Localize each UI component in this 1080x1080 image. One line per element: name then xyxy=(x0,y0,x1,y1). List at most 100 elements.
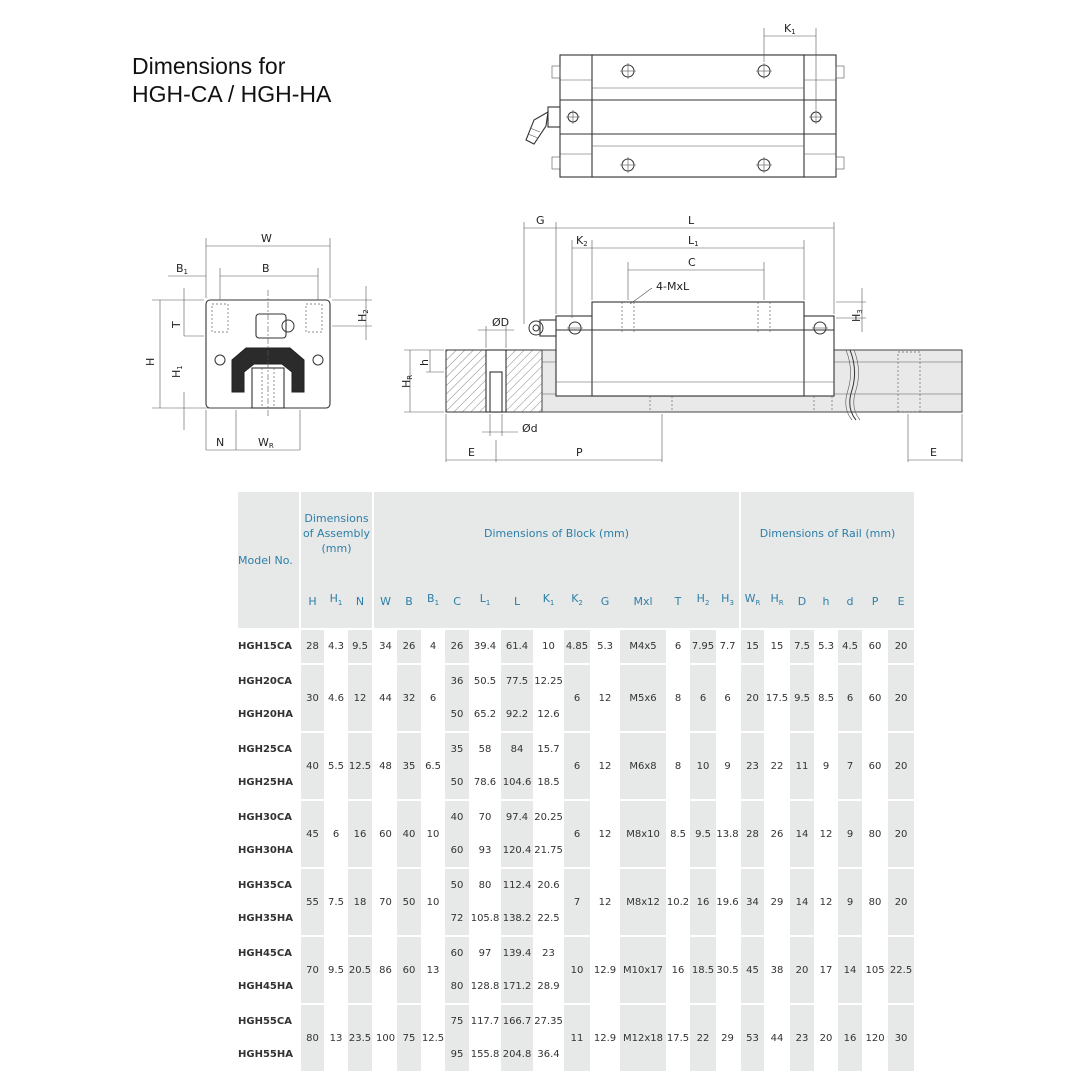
table-cell: 12.25 xyxy=(533,663,565,698)
table-cell: 50.5 xyxy=(469,663,502,698)
table-cell: 20 xyxy=(888,867,915,936)
table-cell: 6 xyxy=(564,663,591,732)
table-cell: 18.5 xyxy=(533,766,565,800)
table-cell: 12 xyxy=(814,799,839,868)
table-cell: 155.8 xyxy=(469,1038,502,1071)
front-view: W B B1 H T H1 H2 N WR xyxy=(144,232,372,451)
label-h3-sub: 3 xyxy=(856,309,864,313)
table-cell: 18.5 xyxy=(690,935,717,1004)
table-cell: 20.25 xyxy=(533,799,565,834)
table-cell: 8.5 xyxy=(814,663,839,732)
mounting-hole-icon xyxy=(756,157,772,173)
label-l1-sub: 1 xyxy=(694,240,698,248)
svg-text:L1: L1 xyxy=(688,234,699,248)
model-cell: HGH45HA xyxy=(238,970,300,1004)
label-hr-sub: R xyxy=(406,375,414,380)
table-cell: 17.5 xyxy=(666,1003,691,1071)
column-header: Mxl xyxy=(620,574,667,629)
table-cell: 9 xyxy=(716,731,741,800)
table-cell: 139.4 xyxy=(501,935,534,970)
table-cell: 30.5 xyxy=(716,935,741,1004)
table-cell: 97 xyxy=(469,935,502,970)
svg-text:K1: K1 xyxy=(784,22,796,36)
table-cell: 22 xyxy=(764,731,791,800)
table-cell: 27.35 xyxy=(533,1003,565,1038)
label-e-rail: E xyxy=(930,446,937,459)
table-cell: 13.8 xyxy=(716,799,741,868)
column-header: G xyxy=(590,574,621,629)
label-c: C xyxy=(688,256,696,269)
table-cell: 20.6 xyxy=(533,867,565,902)
table-cell: 4.85 xyxy=(564,628,591,664)
table-cell: 53 xyxy=(739,1003,765,1071)
column-header: h xyxy=(814,574,839,629)
table-cell: 10 xyxy=(421,799,446,868)
model-cell: HGH35CA xyxy=(238,867,300,902)
table-cell: 34 xyxy=(739,867,765,936)
label-h2-sub: 2 xyxy=(362,309,370,313)
table-cell: 9.5 xyxy=(690,799,717,868)
table-cell: 60 xyxy=(445,834,470,868)
table-cell: 75 xyxy=(397,1003,422,1071)
table-cell: 105.8 xyxy=(469,902,502,936)
table-cell: 100 xyxy=(372,1003,398,1071)
label-h2: H xyxy=(356,314,369,322)
table-cell: 28 xyxy=(739,799,765,868)
table-cell: 20 xyxy=(888,628,915,664)
table-cell: 10 xyxy=(564,935,591,1004)
table-cell: 23 xyxy=(533,935,565,970)
label-w: W xyxy=(261,232,272,245)
table-cell: 21.75 xyxy=(533,834,565,868)
table-cell: 80 xyxy=(299,1003,324,1071)
table-cell: 9 xyxy=(838,799,863,868)
table-cell: 80 xyxy=(469,867,502,902)
table-cell: 112.4 xyxy=(501,867,534,902)
table-cell: 50 xyxy=(445,766,470,800)
table-cell: 26 xyxy=(445,628,470,664)
column-header: H1 xyxy=(324,574,348,629)
label-l1: L xyxy=(688,234,695,247)
table-cell: 40 xyxy=(299,731,324,800)
column-header: L1 xyxy=(469,574,502,629)
table-cell: 13 xyxy=(421,935,446,1004)
table-cell: 80 xyxy=(445,970,470,1004)
table-cell: 9 xyxy=(838,867,863,936)
table-cell: 4.6 xyxy=(324,663,348,732)
table-cell: 7.5 xyxy=(324,867,348,936)
table-cell: M5x6 xyxy=(620,663,667,732)
table-cell: 55 xyxy=(299,867,324,936)
label-hr: H xyxy=(400,380,413,388)
end-screw-icon xyxy=(566,110,580,124)
model-cell: HGH20CA xyxy=(238,663,300,698)
table-cell: 12.9 xyxy=(590,1003,621,1071)
table-cell: 40 xyxy=(397,799,422,868)
table-cell: 12.9 xyxy=(590,935,621,1004)
table-cell: 4.3 xyxy=(324,628,348,664)
table-cell: 4 xyxy=(421,628,446,664)
table-cell: 5.3 xyxy=(814,628,839,664)
table-cell: 12 xyxy=(590,731,621,800)
table-cell: 18 xyxy=(348,867,374,936)
model-cell: HGH35HA xyxy=(238,902,300,936)
table-cell: 16 xyxy=(666,935,691,1004)
label-e: E xyxy=(468,446,475,459)
table-cell: 15 xyxy=(764,628,791,664)
table-cell: 171.2 xyxy=(501,970,534,1004)
table-cell: 23 xyxy=(790,1003,815,1071)
svg-text:HR: HR xyxy=(400,375,414,388)
column-header: E xyxy=(888,574,915,629)
table-cell: 48 xyxy=(372,731,398,800)
table-cell: 15 xyxy=(739,628,765,664)
table-cell: 12 xyxy=(590,867,621,936)
table-cell: 20.5 xyxy=(348,935,374,1004)
table-cell: 36 xyxy=(445,663,470,698)
table-cell: 70 xyxy=(372,867,398,936)
table-cell: 17.5 xyxy=(764,663,791,732)
model-cell: HGH25CA xyxy=(238,731,300,766)
